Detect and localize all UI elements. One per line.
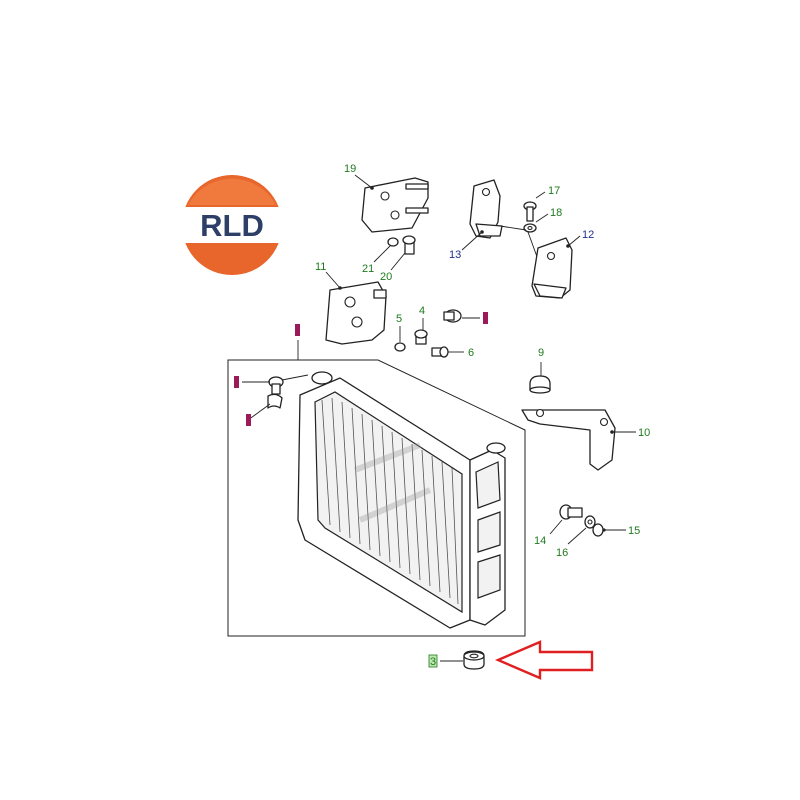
part-14-bolt [559, 504, 583, 520]
radiator [297, 371, 506, 629]
label-part-13: 13 [449, 249, 461, 261]
label-part-20: 20 [380, 271, 392, 283]
label-part-21: 21 [362, 263, 374, 275]
part-12-bracket [531, 237, 573, 299]
logo-text: RLD [200, 208, 264, 243]
label-part-15: 15 [628, 525, 640, 537]
label-part-10: 10 [638, 427, 650, 439]
part-10-bracket [521, 408, 616, 471]
logo-white-band [182, 207, 282, 243]
part-19-bracket [361, 177, 429, 233]
part-3-rubber-mount [463, 650, 485, 670]
label-part-11: 11 [315, 261, 326, 273]
red-pointer-arrow [494, 640, 594, 680]
label-part-9: 9 [538, 347, 544, 359]
label-part-16: 16 [556, 547, 568, 559]
label-part-18: 18 [550, 207, 562, 219]
ref-marker-bleed-screw [483, 312, 488, 324]
label-part-5: 5 [396, 313, 402, 325]
part-4-bolt [414, 329, 428, 345]
part-11-bracket [325, 281, 387, 345]
radiator-core-fins [321, 397, 459, 605]
radiator-assembly-frame [227, 359, 526, 637]
radiator-filler-neck [311, 371, 333, 385]
label-part-3: 3 [430, 656, 436, 668]
part-20-bolt [402, 235, 416, 255]
part-16-washer [584, 515, 596, 529]
label-part-12: 12 [582, 229, 594, 241]
logo-top-shade [188, 178, 276, 205]
ref-marker-drain-bottom [246, 414, 251, 426]
label-part-17: 17 [548, 185, 560, 197]
part-6-bolt [431, 346, 449, 358]
part-13-bracket [469, 179, 503, 239]
part-21-washer [387, 237, 399, 247]
ref-marker-radiator [295, 324, 300, 336]
ref-marker-drain-top [234, 376, 239, 388]
bleed-screw [443, 309, 462, 323]
part-9-cap [529, 375, 551, 394]
part-5-washer [394, 342, 406, 352]
label-part-3-box [428, 654, 438, 668]
label-part-14: 14 [534, 535, 546, 547]
part-15-nut [592, 523, 604, 537]
label-part-19: 19 [344, 163, 356, 175]
rld-logo: RLD [182, 175, 282, 275]
label-part-6: 6 [468, 347, 474, 359]
drain-plug [267, 376, 284, 409]
part-17-bolt [523, 201, 537, 222]
label-part-4: 4 [419, 305, 425, 317]
part-18-washer [523, 223, 537, 233]
